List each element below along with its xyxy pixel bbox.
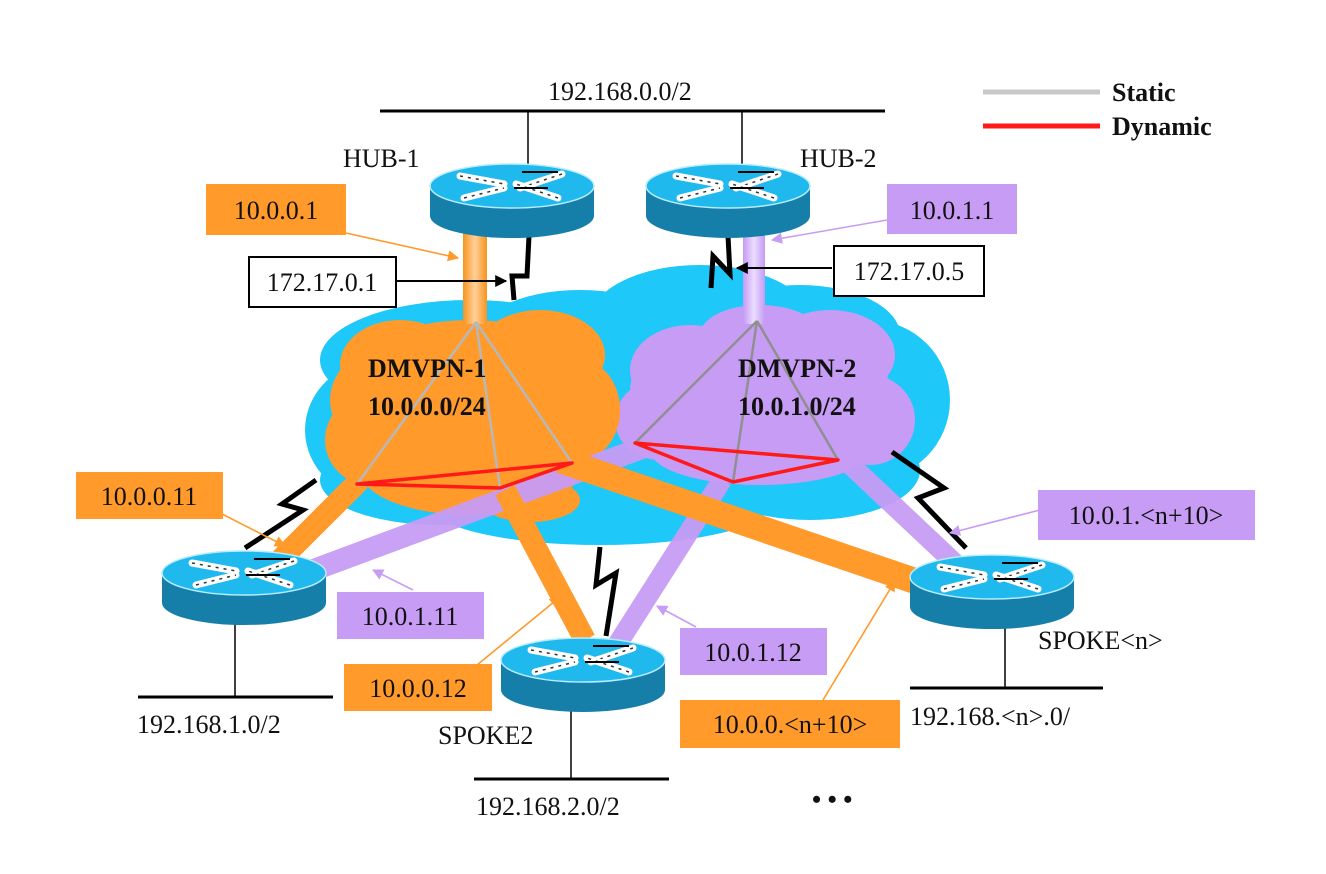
serial-links [243,235,968,637]
svg-text:172.17.0.5: 172.17.0.5 [854,257,965,286]
dmvpn1-dynamic-lines [355,461,574,490]
hub1-label: HUB-1 [343,144,420,173]
svg-text:172.17.0.1: 172.17.0.1 [267,268,378,297]
more-spokes-ellipsis: • • • [812,785,852,814]
addr-spoke1-tunnel1: 10.0.0.11 [76,472,223,519]
dmvpn1-subnet: 10.0.0.0/24 [368,392,486,421]
svg-text:10.0.0.11: 10.0.0.11 [101,482,198,511]
spoke-lans [138,620,1103,781]
spoke2-label: SPOKE2 [438,721,533,750]
addr-spoke1-tunnel2: 10.0.1.11 [337,592,484,639]
svg-text:10.0.1.12: 10.0.1.12 [704,638,802,667]
hub-lan-segment: 192.168.0.0/2 [380,77,885,168]
addr-spoke2-tunnel1: 10.0.0.12 [344,664,492,711]
addr-spoke2-tunnel2: 10.0.1.12 [680,628,827,675]
callout-arrows [221,219,1041,701]
svg-text:10.0.0.<n+10>: 10.0.0.<n+10> [713,710,868,739]
serial-link-spoken-icon [890,449,968,550]
dmvpn2-name: DMVPN-2 [738,354,856,383]
tunnel-hub1-to-spoke2 [495,484,595,646]
tunnel-hub2-to-spoken [833,447,967,576]
legend: Static Dynamic [983,78,1212,141]
spoken-label: SPOKE<n> [1038,626,1163,655]
tunnel-hub1-to-spoken [555,447,923,595]
addr-spoken-tunnel2: 10.0.1.<n+10> [1038,490,1255,540]
router-hub1-icon [429,163,595,238]
addr-spoken-tunnel1: 10.0.0.<n+10> [680,700,900,748]
router-spoke1-icon [161,550,327,625]
spoke1-lan-label: 192.168.1.0/2 [137,710,281,739]
svg-text:10.0.1.<n+10>: 10.0.1.<n+10> [1069,501,1224,530]
serial-link-hub2-icon [708,235,733,289]
router-spoke2-icon [500,637,666,712]
spoke2-lan-label: 192.168.2.0/2 [476,792,620,821]
dmvpn2-static-lines [634,320,840,483]
dmvpn1-name: DMVPN-1 [368,354,486,383]
addr-hub2-tunnel: 10.0.1.1 [887,184,1017,234]
tunnel-hub2-uplink [743,232,765,324]
addr-hub1-physical: 172.17.0.1 [248,256,397,308]
serial-link-spoke1-icon [243,477,318,551]
serial-link-spoke2-icon [592,546,620,637]
legend-static-label: Static [1112,78,1176,107]
addr-hub2-physical: 172.17.0.5 [833,245,985,297]
svg-text:10.0.0.1: 10.0.0.1 [234,196,319,225]
dmvpn2-subnet: 10.0.1.0/24 [738,392,856,421]
legend-dynamic-label: Dynamic [1112,112,1212,141]
routers [161,163,1075,712]
dmvpn1-static-lines [355,321,574,489]
svg-text:10.0.1.1: 10.0.1.1 [910,196,995,225]
spoken-lan-label: 192.168.<n>.0/ [910,702,1071,731]
dmvpn2-dynamic-lines [633,441,840,484]
dmvpn2-cloud [615,305,915,485]
hub-lan-label: 192.168.0.0/2 [548,77,692,106]
router-hub2-icon [645,163,811,238]
tunnel-hub1-uplink [463,232,487,324]
addr-hub1-tunnel: 10.0.0.1 [206,184,346,235]
svg-text:10.0.0.12: 10.0.0.12 [369,674,467,703]
svg-text:10.0.1.11: 10.0.1.11 [362,602,459,631]
router-spoken-icon [909,554,1075,629]
serial-link-hub1-icon [509,235,532,301]
hub2-label: HUB-2 [800,144,877,173]
